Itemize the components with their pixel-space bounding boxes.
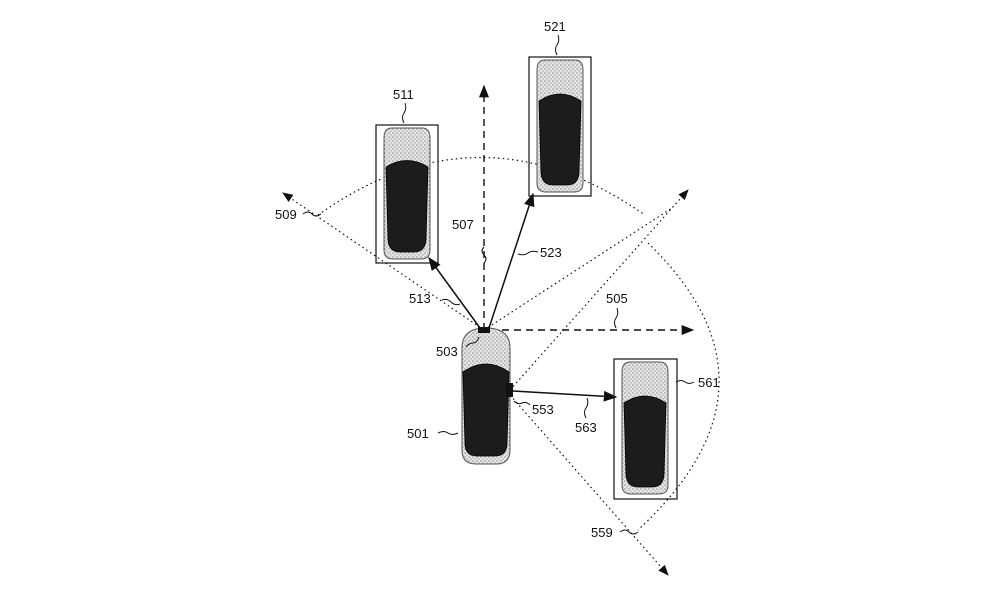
leader-501 (438, 432, 458, 435)
leader-505 (615, 308, 618, 328)
leader-563 (585, 398, 588, 418)
label-521: 521 (544, 19, 566, 34)
leader-507 (482, 247, 486, 263)
vehicle-cabin (624, 396, 666, 487)
target-vector-513 (429, 258, 480, 328)
label-509: 509 (275, 207, 297, 222)
side-sensor-553 (506, 383, 513, 397)
vehicle-cabin (463, 364, 509, 456)
label-503: 503 (436, 344, 458, 359)
target-vector-523 (489, 194, 533, 328)
leader-559 (620, 530, 638, 534)
vehicle-cabin (539, 94, 581, 185)
label-505: 505 (606, 291, 628, 306)
label-561: 561 (698, 375, 720, 390)
leader-553 (514, 401, 530, 405)
target-vehicle-561 (614, 359, 677, 499)
label-513: 513 (409, 291, 431, 306)
leader-523 (518, 251, 538, 255)
label-553: 553 (532, 402, 554, 417)
target-vehicle-521 (529, 57, 591, 196)
leader-521 (556, 35, 559, 55)
leader-561 (676, 381, 694, 384)
side-fov-upper-edge-line (510, 190, 688, 390)
label-511: 511 (393, 87, 414, 102)
fov-right-edge-line (484, 208, 672, 330)
label-523: 523 (540, 245, 562, 260)
leader-511 (403, 103, 406, 123)
label-563: 563 (575, 420, 597, 435)
fov-arc (318, 158, 645, 216)
label-507: 507 (452, 217, 474, 232)
label-501: 501 (407, 426, 429, 441)
target-vector-563 (513, 391, 616, 397)
target-vehicle-511 (376, 125, 438, 263)
ego-vehicle-501 (462, 327, 513, 464)
vehicle-cabin (386, 161, 428, 253)
label-559: 559 (591, 525, 613, 540)
